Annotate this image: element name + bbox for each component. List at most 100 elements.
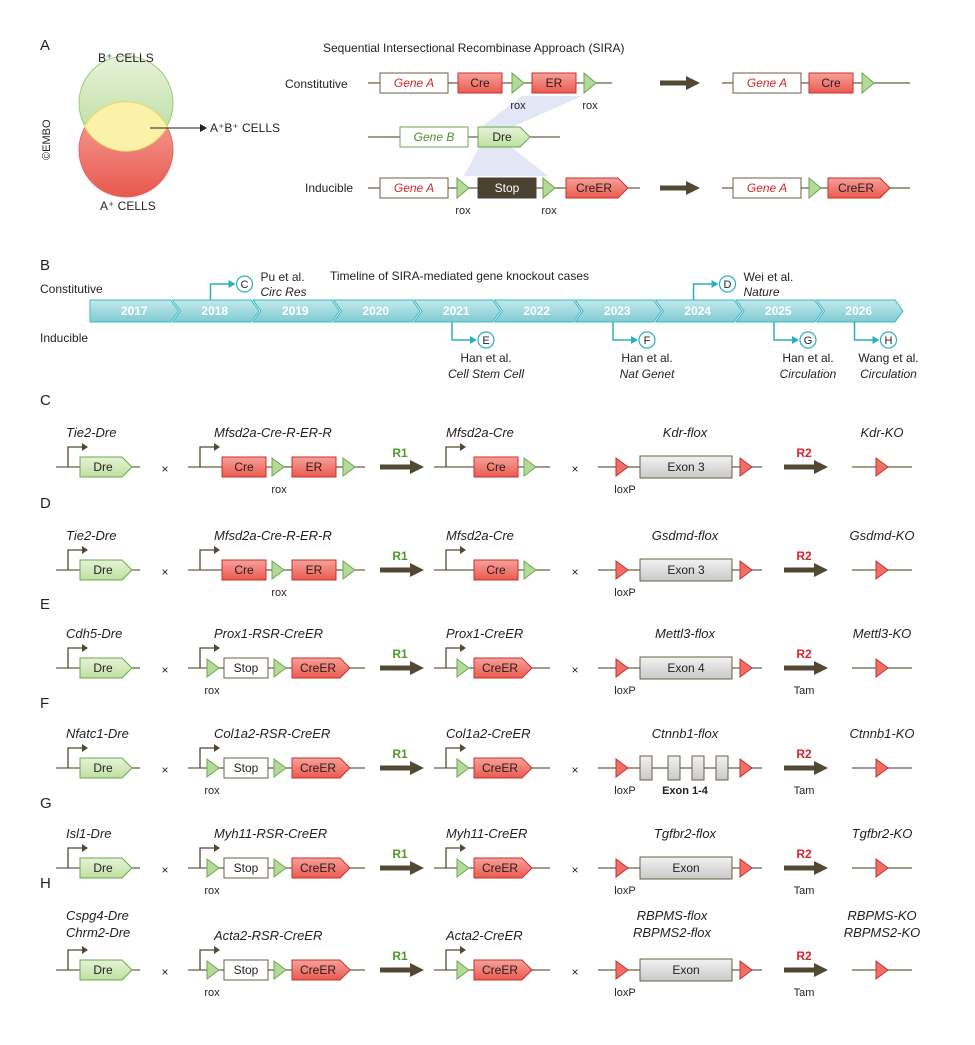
stop-label: Stop bbox=[234, 661, 259, 675]
loxp-site bbox=[875, 858, 889, 878]
svg-text:Gene B: Gene B bbox=[414, 130, 455, 144]
event-journal: Circulation bbox=[780, 367, 837, 381]
r2-arrow-label: R2 bbox=[796, 747, 812, 761]
rox-site bbox=[456, 858, 470, 878]
creer-label: CreER bbox=[300, 761, 336, 775]
cross-sign: × bbox=[571, 565, 578, 579]
dre-box bbox=[79, 857, 133, 879]
venn-label-b-cells: B⁺ CELLS bbox=[98, 51, 154, 65]
loxp-site bbox=[615, 658, 629, 678]
panel-label-c: C bbox=[40, 392, 51, 409]
cre-box bbox=[473, 559, 519, 581]
timeline-segment-2021 bbox=[413, 299, 502, 323]
ko-title-2: RBPMS2-KO bbox=[844, 925, 921, 940]
flox-title-2: RBPMS2-flox bbox=[633, 925, 712, 940]
promoter-arrow bbox=[199, 949, 216, 970]
r2-arrow-label: R2 bbox=[796, 446, 812, 460]
exon-label: Exon 3 bbox=[667, 460, 705, 474]
reporter-title: Mfsd2a-Cre-R-ER-R bbox=[214, 425, 332, 440]
year-label-2021: 2021 bbox=[443, 304, 470, 318]
r1-arrow-head bbox=[410, 963, 424, 977]
year-label-2020: 2020 bbox=[362, 304, 389, 318]
loxp-site bbox=[615, 858, 629, 878]
exon-box bbox=[639, 958, 733, 982]
promoter-arrow bbox=[199, 747, 216, 768]
creer-label: CreER bbox=[482, 861, 518, 875]
panel-label-a: A bbox=[40, 37, 50, 54]
loxp-label: loxP bbox=[614, 685, 635, 697]
event-journal: Cell Stem Cell bbox=[448, 367, 524, 381]
promoter-arrow bbox=[445, 647, 462, 668]
r1-arrow-label: R1 bbox=[392, 549, 408, 563]
promoter-arrowhead bbox=[214, 844, 220, 852]
creer-box bbox=[291, 857, 351, 879]
svg-text:Dre: Dre bbox=[492, 130, 512, 144]
loxp-label: loxP bbox=[614, 987, 635, 999]
loxp-site bbox=[875, 560, 889, 580]
year-label-2026: 2026 bbox=[845, 304, 872, 318]
inducible-construct: Gene A Stop CreER rox rox bbox=[368, 176, 640, 217]
tam-label: Tam bbox=[794, 685, 815, 697]
event-connector bbox=[692, 283, 714, 300]
dre-line-title: Nfatc1-Dre bbox=[66, 726, 129, 741]
creer-label: CreER bbox=[482, 963, 518, 977]
projection-wedge-bottom bbox=[464, 146, 548, 176]
svg-text:rox: rox bbox=[510, 100, 526, 112]
loxp-site bbox=[875, 758, 889, 778]
loxp-site bbox=[739, 560, 753, 580]
stop-label: Stop bbox=[234, 963, 259, 977]
ko-title: Tgfbr2-KO bbox=[852, 826, 913, 841]
promoter-arrowhead bbox=[82, 844, 88, 852]
event-badge bbox=[879, 331, 898, 349]
stop-box bbox=[223, 757, 269, 779]
panel-label-f: F bbox=[40, 695, 49, 712]
timeline-segment-2022 bbox=[493, 299, 582, 323]
cre-label: Cre bbox=[486, 563, 506, 577]
loxp-label: loxP bbox=[614, 587, 635, 599]
promoter-arrow bbox=[199, 446, 216, 467]
cross-sign: × bbox=[161, 462, 168, 476]
panel-label-h: H bbox=[40, 875, 51, 892]
cre-box bbox=[221, 559, 267, 581]
promoter-arrow bbox=[67, 446, 84, 467]
er-label: ER bbox=[306, 460, 323, 474]
promoter-arrowhead bbox=[460, 844, 466, 852]
panel-label-b: B bbox=[40, 257, 50, 274]
loxp-site bbox=[739, 758, 753, 778]
cre-box bbox=[473, 456, 519, 478]
rox-site bbox=[456, 658, 470, 678]
loxp-site bbox=[739, 960, 753, 980]
er-box bbox=[291, 559, 337, 581]
product-title: Prox1-CreER bbox=[446, 626, 523, 641]
year-label-2024: 2024 bbox=[684, 304, 711, 318]
dre-label: Dre bbox=[93, 661, 113, 675]
timeline-label-inducible: Inducible bbox=[40, 331, 88, 345]
promoter-arrow bbox=[445, 949, 462, 970]
event-badge bbox=[638, 331, 656, 349]
dre-label: Dre bbox=[93, 563, 113, 577]
r2-arrow-label: R2 bbox=[796, 847, 812, 861]
r2-arrow-label: R2 bbox=[796, 647, 812, 661]
promoter-arrow bbox=[445, 446, 462, 467]
year-label-2019: 2019 bbox=[282, 304, 309, 318]
exon-block-1 bbox=[639, 755, 653, 781]
rox-site bbox=[456, 758, 470, 778]
panel-label-e: E bbox=[40, 596, 50, 613]
r1-arrow-label: R1 bbox=[392, 847, 408, 861]
loxp-site bbox=[615, 560, 629, 580]
ko-title: Ctnnb1-KO bbox=[849, 726, 914, 741]
event-badge-label: C bbox=[241, 279, 249, 291]
rox-site bbox=[271, 457, 285, 477]
constitutive-result: Gene A Cre bbox=[722, 71, 910, 95]
svg-text:CreER: CreER bbox=[838, 181, 874, 195]
svg-text:Gene A: Gene A bbox=[747, 76, 787, 90]
event-authors: Wang et al. bbox=[858, 351, 918, 365]
creer-box bbox=[291, 757, 351, 779]
rox-site bbox=[273, 960, 287, 980]
promoter-arrowhead bbox=[460, 546, 466, 554]
event-arrowhead bbox=[872, 336, 880, 344]
dre-box bbox=[79, 757, 133, 779]
